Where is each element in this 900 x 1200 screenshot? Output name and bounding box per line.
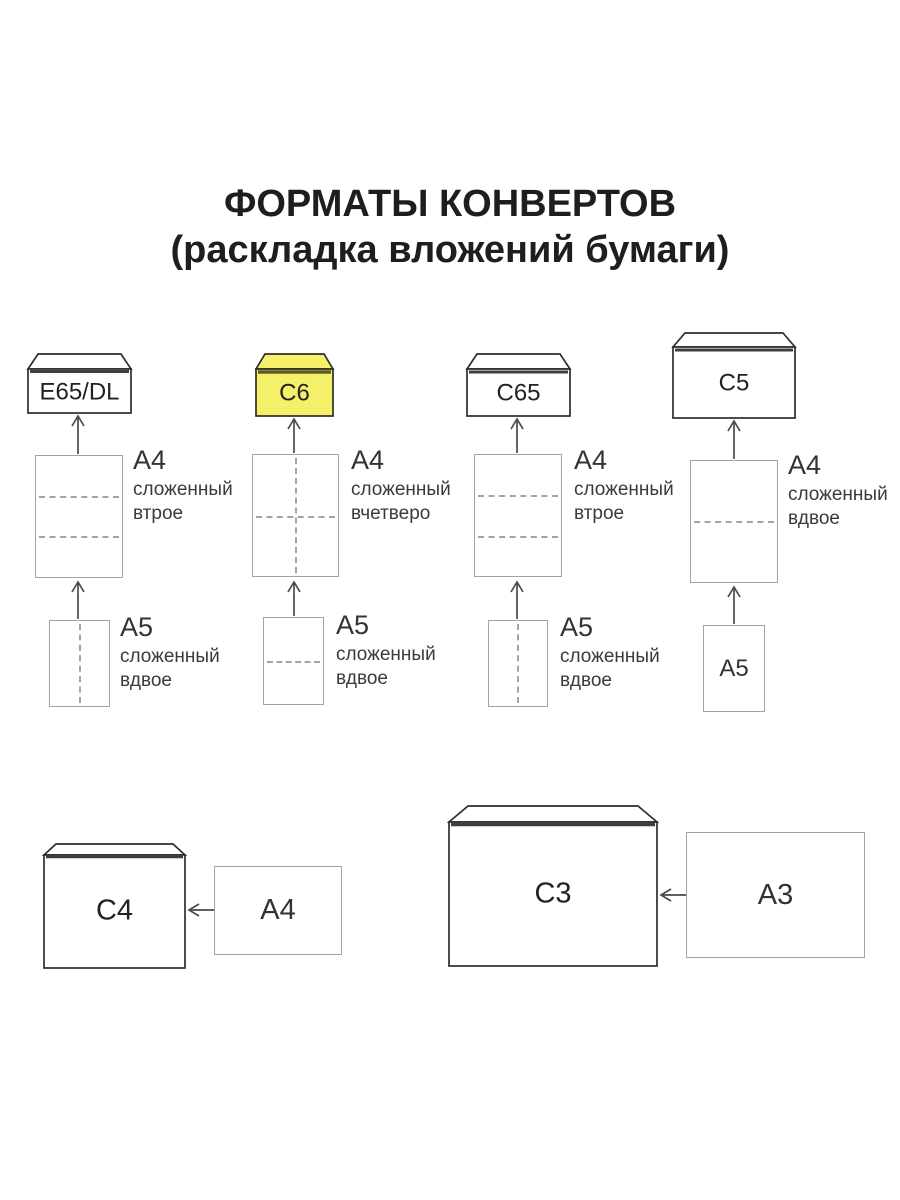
page-title: ФОРМАТЫ КОНВЕРТОВ (раскладка вложений бу… bbox=[0, 181, 900, 273]
envelope-flap bbox=[671, 332, 797, 348]
arrow-up-icon bbox=[510, 417, 524, 453]
sheet-a4-flat: A4 bbox=[214, 866, 342, 955]
envelope-flap bbox=[41, 843, 188, 856]
fold-dash bbox=[517, 624, 519, 703]
arrow-up-icon bbox=[287, 580, 301, 616]
envelope-body bbox=[43, 854, 186, 969]
label-a4: A4 сложенный вдвое bbox=[788, 450, 888, 529]
sheet-a5-half bbox=[488, 620, 548, 707]
envelope-c3: C3 bbox=[446, 805, 660, 967]
envelope-label: C6 bbox=[279, 379, 310, 406]
sheet-a5-half bbox=[263, 617, 324, 705]
envelope-body bbox=[448, 821, 658, 967]
fold-dash bbox=[478, 536, 558, 538]
envelope-flap bbox=[446, 805, 660, 823]
sheet-label: A5 bbox=[719, 654, 749, 682]
arrow-up-icon bbox=[727, 419, 741, 459]
envelope-flap bbox=[254, 353, 335, 370]
sheet-a4-thirds bbox=[474, 454, 562, 577]
envelope-label: E65/DL bbox=[39, 378, 119, 405]
sheet-a4-half bbox=[690, 460, 778, 583]
sheet-label: A3 bbox=[757, 878, 794, 911]
sheet-a4-thirds bbox=[35, 455, 123, 578]
fold-dash bbox=[267, 661, 320, 663]
sheet-a5-plain: A5 bbox=[703, 625, 765, 712]
envelope-label: C4 bbox=[96, 895, 133, 927]
fold-dash bbox=[478, 495, 558, 497]
title-line1: ФОРМАТЫ КОНВЕРТОВ bbox=[223, 183, 677, 225]
label-a5: A5 сложенный вдвое bbox=[560, 612, 660, 691]
envelope-flap bbox=[26, 353, 133, 370]
label-a4: A4 сложенный втрое bbox=[133, 445, 233, 524]
envelope-c4: C4 bbox=[41, 843, 188, 969]
fold-dash bbox=[295, 458, 297, 573]
envelope-c6: C6 bbox=[254, 353, 335, 417]
label-a5: A5 сложенный вдвое bbox=[120, 612, 220, 691]
sheet-a4-quarters bbox=[252, 454, 339, 577]
label-a5: A5 сложенный вдвое bbox=[336, 610, 436, 689]
envelope-label: C5 bbox=[719, 369, 750, 396]
fold-dash bbox=[256, 516, 335, 518]
fold-dash bbox=[694, 521, 774, 523]
envelope-body bbox=[672, 346, 796, 419]
envelope-c65: C65 bbox=[465, 353, 572, 417]
arrow-up-icon bbox=[727, 585, 741, 624]
arrow-left-icon bbox=[187, 903, 214, 917]
envelope-label: C3 bbox=[534, 878, 571, 910]
title-line2: (раскладка вложений бумаги) bbox=[170, 229, 730, 271]
envelope-c5: C5 bbox=[671, 332, 797, 419]
sheet-a5-half bbox=[49, 620, 110, 707]
sheet-a3-flat: A3 bbox=[686, 832, 865, 958]
fold-dash bbox=[39, 496, 119, 498]
envelope-body bbox=[255, 368, 334, 417]
fold-dash bbox=[79, 624, 81, 703]
arrow-up-icon bbox=[71, 414, 85, 454]
label-a4: A4 сложенный втрое bbox=[574, 445, 674, 524]
label-a4: A4 сложенный вчетверо bbox=[351, 445, 451, 524]
arrow-left-icon bbox=[659, 888, 686, 902]
envelope-body bbox=[466, 368, 571, 417]
envelope-flap bbox=[465, 353, 572, 370]
fold-dash bbox=[39, 536, 119, 538]
envelope-label: C65 bbox=[496, 379, 540, 406]
arrow-up-icon bbox=[287, 417, 301, 453]
arrow-up-icon bbox=[71, 580, 85, 619]
envelope-body bbox=[27, 368, 132, 414]
arrow-up-icon bbox=[510, 580, 524, 619]
sheet-label: A4 bbox=[260, 894, 296, 926]
envelope-e65dl: E65/DL bbox=[26, 353, 133, 414]
